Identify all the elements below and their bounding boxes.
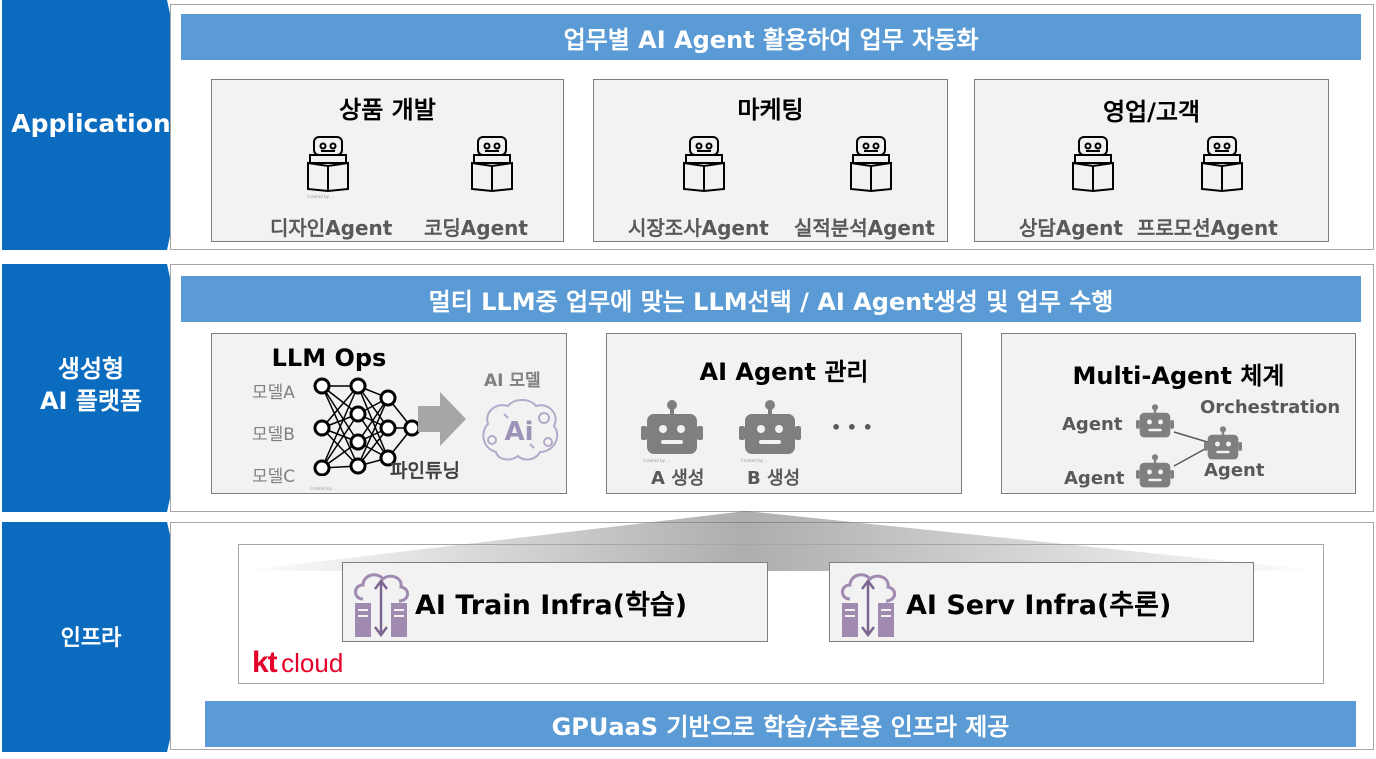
app-group-title: 영업/고객: [1102, 98, 1201, 126]
agent-create-label: A 생성: [651, 468, 705, 489]
application-banner: 업무별 AI Agent 활용하여 업무 자동화: [181, 14, 1361, 60]
infra-inner-frame: [238, 544, 1324, 684]
layer-application-chevron: Application: [2, 0, 194, 250]
layer-infra-label: 인프라: [60, 626, 122, 651]
serv-infra-box: AI Serv Infra(추론): [829, 562, 1254, 642]
serv-infra-label: AI Serv Infra(추론): [906, 590, 1172, 621]
robot-head-icon: [739, 400, 801, 462]
robot-book-icon: [1069, 135, 1117, 197]
llmops-title: LLM Ops: [271, 344, 387, 372]
agent-mgmt-box: AI Agent 관리 Created by ... Created by ..…: [606, 333, 962, 494]
model-label: 모델A: [252, 383, 295, 403]
llmops-box: LLM Ops 모델A 모델B 모델C 파인튜닝 AI 모델: [211, 333, 567, 494]
app-group-product-dev: 상품 개발 Created by ... 디자인Agent 코딩Agent: [211, 79, 564, 242]
layer-platform-label-1: 생성형: [57, 355, 125, 383]
robot-book-icon: [468, 135, 516, 197]
robot-book-icon: [680, 135, 728, 197]
agent-label: 프로모션Agent: [1137, 216, 1278, 240]
infra-banner: GPUaaS 기반으로 학습/추론용 인프라 제공: [205, 701, 1356, 747]
ai-brain-icon: Ai: [478, 396, 562, 470]
model-label: 모델C: [252, 467, 296, 487]
robot-book-icon: [304, 135, 352, 197]
train-infra-label: AI Train Infra(학습): [415, 590, 688, 621]
multi-agent-label: Agent: [1204, 460, 1265, 481]
attribution-text: Created by ...: [307, 194, 335, 199]
orchestration-label: Orchestration: [1200, 397, 1341, 418]
ai-model-label: AI 모델: [484, 371, 541, 391]
agent-create-label: B 생성: [747, 468, 801, 489]
multi-agent-label: Agent: [1062, 414, 1123, 435]
logo-cloud-text: cloud: [281, 648, 344, 678]
logo-kt-text: kt: [252, 646, 278, 679]
layer-platform-chevron: 생성형 AI 플랫폼: [2, 264, 194, 512]
robot-head-icon: [1136, 454, 1174, 494]
agent-label: 상담Agent: [1019, 216, 1123, 240]
agent-label: 코딩Agent: [424, 216, 528, 240]
layer-platform-label-2: AI 플랫폼: [39, 387, 143, 415]
layer-infra-chevron: 인프라: [2, 522, 194, 752]
right-arrow-icon: [418, 392, 466, 450]
agent-label: 디자인Agent: [270, 216, 393, 240]
attribution-text: Created by ...: [643, 458, 671, 463]
cloud-server-icon: [351, 569, 411, 643]
robot-head-icon: [641, 400, 703, 462]
multi-agent-label: Agent: [1064, 468, 1125, 489]
model-label: 모델B: [252, 425, 295, 445]
robot-head-icon: [1204, 426, 1242, 466]
attribution-text: Created by ...: [741, 458, 769, 463]
app-group-sales-customer: 영업/고객 상담Agent 프로모션Agent: [974, 79, 1329, 242]
ai-badge-text: Ai: [504, 417, 533, 447]
multi-agent-box: Multi-Agent 체계 Orchestration Agent Agent…: [1001, 333, 1356, 494]
agent-label: 시장조사Agent: [628, 216, 769, 240]
robot-book-icon: [1198, 135, 1246, 197]
agent-label: 실적분석Agent: [794, 216, 935, 240]
agent-mgmt-title: AI Agent 관리: [699, 358, 869, 386]
platform-banner: 멀티 LLM중 업무에 맞는 LLM선택 / AI Agent생성 및 업무 수…: [181, 276, 1361, 322]
robot-book-icon: [847, 135, 895, 197]
train-infra-box: AI Train Infra(학습): [342, 562, 768, 642]
neural-network-icon: [310, 376, 422, 480]
app-group-marketing: 마케팅 시장조사Agent 실적분석Agent: [593, 79, 948, 242]
multi-agent-title: Multi-Agent 체계: [1072, 362, 1285, 390]
layer-application-label: Application: [11, 109, 171, 138]
attribution-text: Created by ...: [310, 486, 338, 491]
platform-roof-shape: [238, 511, 1326, 577]
app-group-title: 마케팅: [737, 96, 804, 124]
cloud-server-icon: [838, 569, 898, 643]
ellipsis-text: • • •: [831, 418, 873, 437]
app-group-title: 상품 개발: [339, 96, 436, 124]
robot-head-icon: [1136, 404, 1174, 444]
kt-cloud-logo: kt cloud: [252, 646, 343, 680]
finetune-label: 파인튜닝: [390, 460, 460, 482]
